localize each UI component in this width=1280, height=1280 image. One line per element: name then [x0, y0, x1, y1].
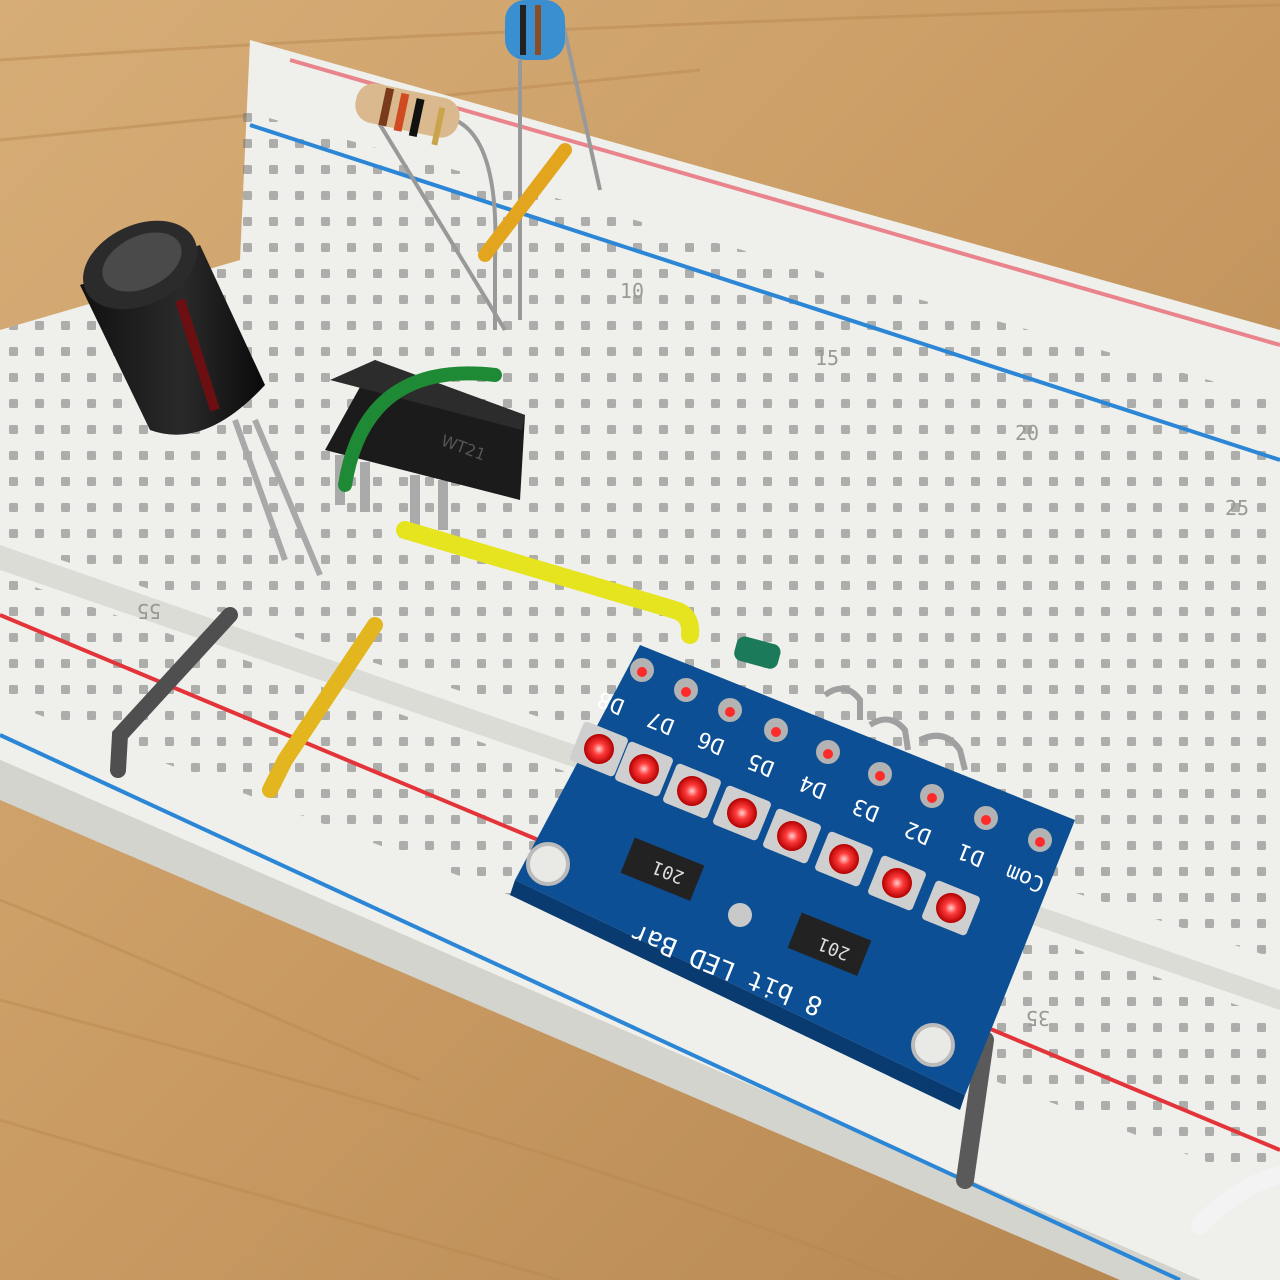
left-side-number: 55	[137, 599, 161, 623]
led-d7	[615, 741, 673, 797]
bent-leads	[823, 685, 968, 771]
small-capacitor-green	[734, 636, 781, 669]
mount-hole-right	[911, 1023, 955, 1067]
led-d3	[815, 831, 873, 887]
jumper-gray	[110, 607, 238, 778]
column-number-10: 10	[620, 279, 644, 303]
led-d8	[570, 721, 628, 777]
jumper-gray-bottom	[956, 1031, 994, 1189]
jumper-orange-bottom	[262, 617, 383, 798]
led-d2	[868, 855, 926, 911]
mount-hole-left	[526, 842, 570, 886]
leds	[570, 721, 980, 936]
column-number-15: 15	[815, 346, 839, 370]
jumper-green	[338, 366, 502, 492]
ic-chip: WT21	[325, 360, 525, 530]
column-number-35: 35	[1026, 1006, 1050, 1030]
led-d4	[763, 808, 821, 864]
led-d6	[663, 763, 721, 819]
led-d5	[713, 785, 771, 841]
column-number-25: 25	[1225, 496, 1249, 520]
jumper-orange-top	[478, 143, 572, 262]
resistor-arrays: 201 201	[620, 837, 872, 976]
column-number-20: 20	[1015, 421, 1039, 445]
resistor-array-1	[620, 837, 705, 901]
via-center	[728, 903, 752, 927]
resistor-beige	[355, 83, 507, 332]
header-pins	[630, 658, 1052, 852]
resistor-blue	[505, 0, 602, 320]
column-numbers: 10 15 20 25 35 55	[137, 279, 1249, 1030]
led-bar-pcb: D8 D7 D6 D5 D4 D3 D2 D1 Com 201 201	[510, 645, 1075, 1110]
jumper-yellow	[396, 521, 700, 644]
electrolytic-capacitor	[80, 220, 323, 577]
resistor-array-2	[787, 912, 872, 976]
jumper-white	[1191, 1166, 1280, 1234]
led-d1	[922, 880, 980, 936]
